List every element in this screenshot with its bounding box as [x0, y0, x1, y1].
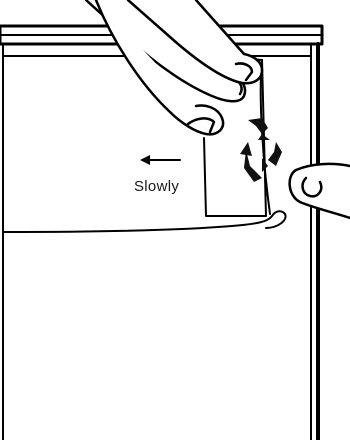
instruction-label: Slowly — [134, 178, 179, 195]
film-lower-edge — [3, 216, 272, 232]
arrow-left-icon — [140, 155, 180, 165]
right-thumb — [290, 164, 350, 218]
